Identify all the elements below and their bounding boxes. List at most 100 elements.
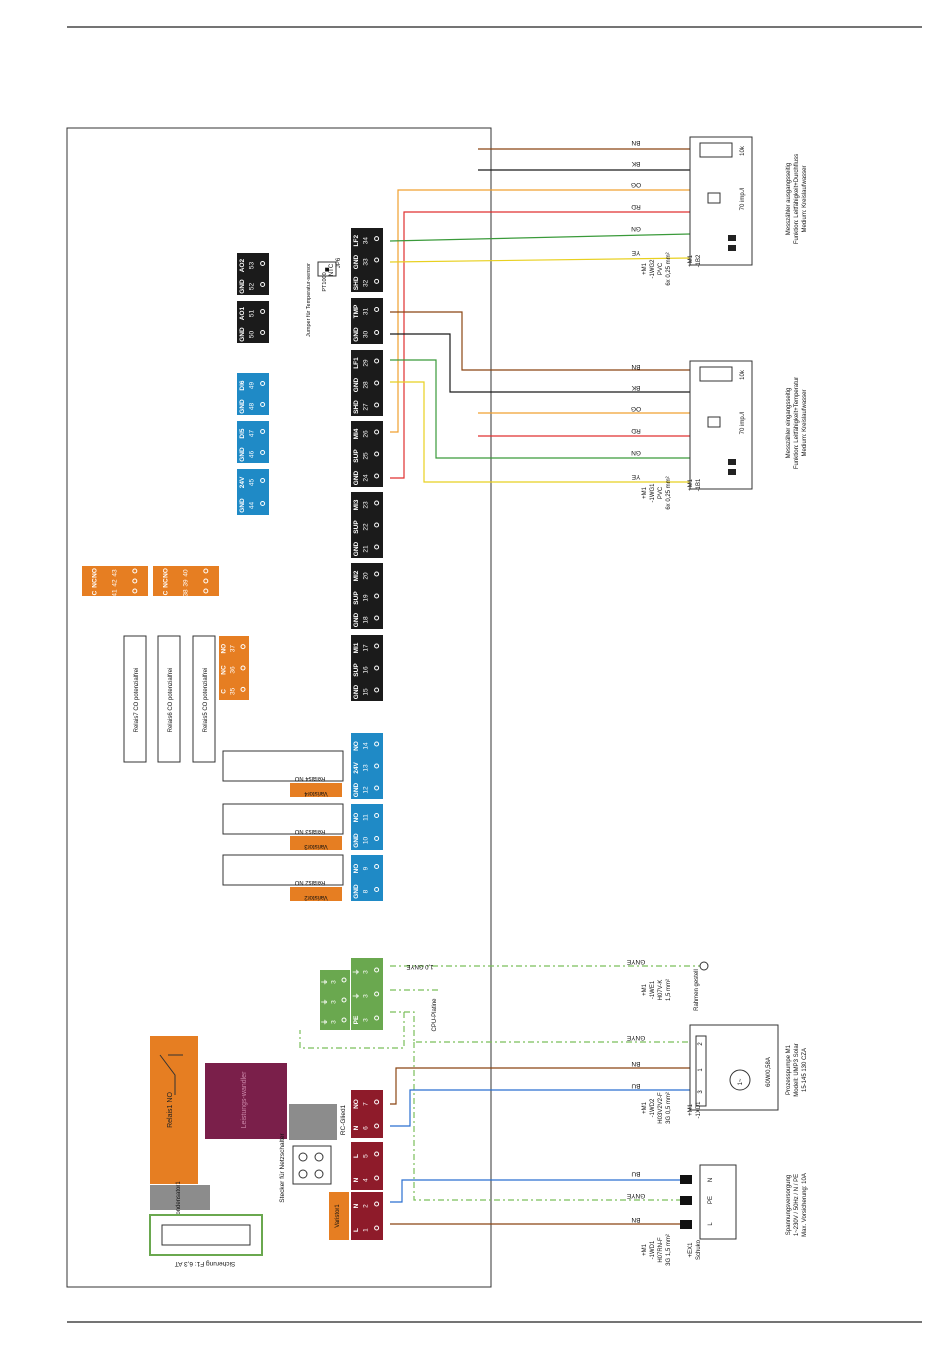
device-description: 1~230V / 50Hz / N / PE bbox=[794, 1174, 800, 1236]
terminal-name: AO2 bbox=[239, 258, 246, 272]
supply-pin: PE bbox=[708, 1196, 714, 1204]
terminal-number: 13 bbox=[363, 764, 370, 772]
terminal-screw bbox=[374, 1099, 380, 1105]
terminal-name: MI2 bbox=[353, 570, 360, 581]
relay-box-label: Relais7 CO potenzialfrei bbox=[134, 668, 140, 733]
terminal-screw bbox=[374, 1123, 380, 1129]
terminal-name: GND bbox=[353, 541, 360, 556]
terminal-number: 51 bbox=[249, 310, 256, 318]
terminal-screw bbox=[374, 330, 380, 335]
terminal-screw bbox=[374, 1151, 380, 1157]
capacitor-label: Kondensator1 bbox=[176, 1181, 182, 1219]
terminal-screw bbox=[374, 687, 380, 693]
terminal-name: ⏚ bbox=[352, 993, 360, 1000]
terminal-number: 9 bbox=[363, 866, 370, 870]
device-description: Messzähler ausgangsseitig bbox=[786, 163, 792, 235]
terminal-screw bbox=[260, 381, 266, 386]
wire-color-label: BU bbox=[631, 1082, 640, 1089]
control-board bbox=[66, 127, 492, 1288]
connector-block bbox=[292, 1145, 332, 1185]
terminal-name: GND bbox=[239, 498, 246, 513]
pump-rating: 60W/0,58A bbox=[766, 1057, 772, 1087]
electrode bbox=[728, 459, 736, 465]
terminal-number: 7 bbox=[363, 1102, 370, 1106]
relay1-contact bbox=[159, 1054, 183, 1095]
connector-pin bbox=[298, 1169, 308, 1179]
device-id: Schuko bbox=[696, 1239, 702, 1260]
terminal-block-black bbox=[351, 635, 383, 701]
wire bbox=[390, 1089, 700, 1127]
terminal-name: SUP bbox=[353, 449, 360, 463]
terminal-name: GND bbox=[353, 377, 360, 392]
wire-color-label: BK bbox=[631, 160, 640, 167]
ground-symbol bbox=[699, 961, 709, 971]
terminal-number: 8 bbox=[363, 889, 370, 893]
wire-color-label: GN bbox=[631, 225, 641, 232]
terminal-number: 38 bbox=[182, 589, 189, 597]
terminal-block-black bbox=[351, 298, 383, 344]
terminal-screw bbox=[374, 887, 380, 892]
cpu-label: CPU-Platine bbox=[432, 998, 438, 1032]
wire-color-label: BU bbox=[631, 1170, 640, 1177]
terminal-screw bbox=[374, 571, 380, 577]
terminal-number: 14 bbox=[363, 742, 370, 750]
terminal-screw bbox=[374, 257, 380, 263]
terminal-name: GND bbox=[239, 327, 246, 342]
terminal-block-relay bbox=[351, 855, 383, 901]
device-description: Funktion: Leitfähigkeit+Durchfluss bbox=[794, 154, 800, 244]
terminal-name: GND bbox=[353, 470, 360, 485]
cable-label: -1WG1 bbox=[650, 483, 656, 503]
terminal-number: 32 bbox=[363, 279, 370, 287]
wire bbox=[390, 1011, 700, 1043]
terminal-block-black bbox=[351, 228, 383, 292]
terminal-number: 39 bbox=[182, 579, 189, 587]
pump-pin: 1 bbox=[698, 1068, 704, 1072]
cable-label: H07RN-F bbox=[658, 1237, 664, 1263]
supply-pin: L bbox=[708, 1222, 714, 1226]
terminal-screw bbox=[374, 615, 380, 621]
device-description: Max. Vorsicherung: 10A bbox=[802, 1173, 808, 1237]
terminal-number: 11 bbox=[363, 814, 370, 821]
connector-pin bbox=[314, 1152, 324, 1162]
terminal-number: 3 bbox=[331, 980, 338, 984]
terminal-block-di bbox=[237, 469, 269, 515]
terminal-number: 5 bbox=[363, 1154, 370, 1158]
terminal-screw bbox=[374, 380, 380, 386]
terminal-screw bbox=[260, 450, 266, 455]
pt1000-label: PT1000 bbox=[322, 272, 328, 291]
terminal-screw bbox=[374, 763, 380, 769]
terminal-screw bbox=[260, 309, 266, 314]
varistor1-label: Varistor1 bbox=[335, 1204, 341, 1228]
wire-color-label: GNYE bbox=[626, 1034, 645, 1041]
wire bbox=[390, 189, 690, 433]
wire bbox=[390, 359, 690, 459]
cable-label: PVC bbox=[658, 262, 664, 275]
jp6-label: JP6 bbox=[336, 257, 342, 268]
wire bbox=[390, 1179, 680, 1203]
relay-box bbox=[192, 635, 216, 763]
fuse bbox=[161, 1224, 251, 1246]
terminal-block-pe bbox=[320, 970, 350, 1030]
sensor-top bbox=[689, 136, 753, 266]
relay-no-label: Relais3 NO bbox=[294, 828, 325, 834]
terminal-screw bbox=[374, 593, 380, 599]
wire-color-label: GNYE bbox=[626, 1192, 645, 1199]
terminal-number: 2 bbox=[363, 1204, 370, 1208]
terminal-number: 47 bbox=[249, 430, 256, 438]
terminal-number: 41 bbox=[111, 589, 118, 597]
terminal-name: ⏚ bbox=[352, 969, 360, 976]
cable-label: +M1 bbox=[642, 1101, 648, 1114]
wire-color-label: BK bbox=[631, 384, 640, 391]
wire-color-label: BN bbox=[631, 363, 640, 370]
terminal-screw bbox=[374, 429, 380, 435]
gnye-label: 1,0 GNYE bbox=[406, 963, 433, 969]
device-id: -1B1 bbox=[696, 478, 702, 491]
terminal-number: 19 bbox=[363, 594, 370, 602]
terminal-name: C bbox=[92, 590, 99, 595]
device-description: Modell: UMP3 Solar bbox=[794, 1043, 800, 1096]
terminal-name: SUP bbox=[353, 520, 360, 534]
terminal-screw bbox=[374, 991, 380, 997]
